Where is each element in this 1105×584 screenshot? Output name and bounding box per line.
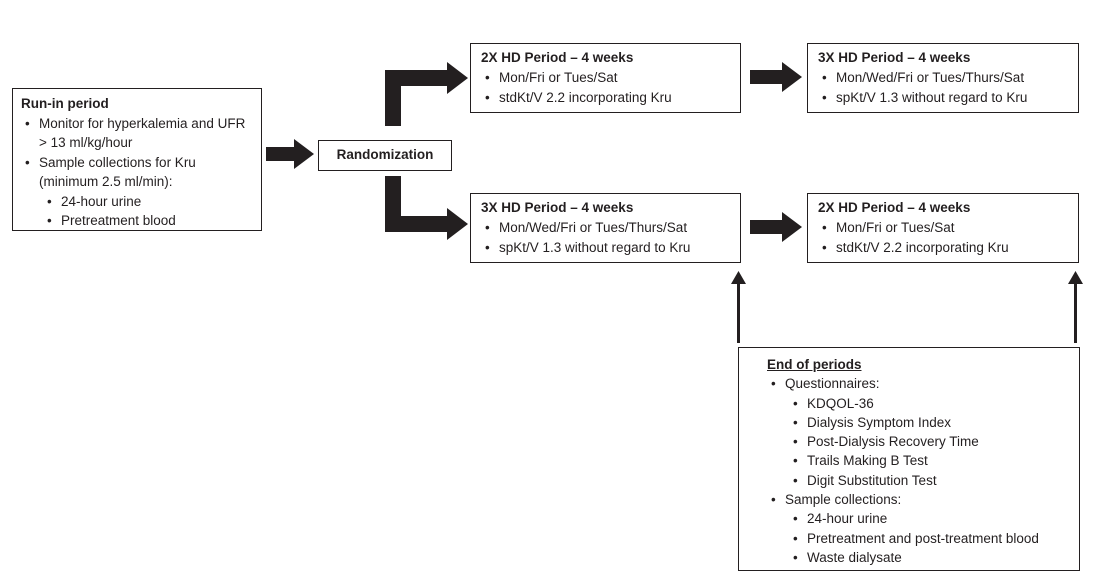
right-arrow-icon <box>750 212 802 242</box>
up-arrow-icon <box>731 271 746 343</box>
sub-bullet-list: KDQOL-36 Dialysis Symptom Index Post-Dia… <box>767 394 1075 491</box>
bullet-item: Post-Dialysis Recovery Time <box>791 432 1075 452</box>
box-title: 2X HD Period – 4 weeks <box>818 200 971 215</box>
bullet-item: Dialysis Symptom Index <box>791 413 1075 433</box>
box-title: 3X HD Period – 4 weeks <box>481 200 634 215</box>
bullet-item: Monitor for hyperkalemia and UFR > 13 ml… <box>23 114 251 153</box>
box-run-in-period: Run-in period Monitor for hyperkalemia a… <box>12 88 262 231</box>
box-title: Run-in period <box>21 96 109 111</box>
bullet-item: Mon/Wed/Fri or Tues/Thurs/Sat <box>820 68 1074 88</box>
right-arrow-icon <box>266 139 314 169</box>
bullet-item: Waste dialysate <box>791 548 1075 568</box>
bullet-item: KDQOL-36 <box>791 394 1075 414</box>
bullet-item: 24-hour urine <box>791 509 1075 529</box>
sub-bullet-list: 24-hour urine Pretreatment and post-trea… <box>767 509 1075 567</box>
bullet-item: Sample collections: <box>769 490 1075 510</box>
box-3x-hd-first-period: 3X HD Period – 4 weeks Mon/Wed/Fri or Tu… <box>470 193 741 263</box>
arrow-randomization-to-second-arm <box>385 176 468 240</box>
bullet-list: Mon/Fri or Tues/Sat stdKt/V 2.2 incorpor… <box>818 218 1074 258</box>
arrow-second-arm-period1-to-period2 <box>750 212 802 242</box>
bullet-list: Mon/Wed/Fri or Tues/Thurs/Sat spKt/V 1.3… <box>481 218 736 258</box>
bullet-item: Questionnaires: <box>769 374 1075 394</box>
elbow-up-right-arrow-icon <box>385 62 468 126</box>
bullet-list: Mon/Wed/Fri or Tues/Thurs/Sat spKt/V 1.3… <box>818 68 1074 108</box>
bullet-list: Sample collections: <box>767 490 1075 510</box>
bullet-item: Mon/Fri or Tues/Sat <box>483 68 736 88</box>
box-title: End of periods <box>767 357 862 372</box>
bullet-item: Pretreatment and post-treatment blood <box>791 529 1075 549</box>
box-end-of-periods: End of periods Questionnaires: KDQOL-36 … <box>738 347 1080 571</box>
box-3x-hd-second-period: 3X HD Period – 4 weeks Mon/Wed/Fri or Tu… <box>807 43 1079 113</box>
bullet-item: stdKt/V 2.2 incorporating Kru <box>820 238 1074 258</box>
box-randomization: Randomization <box>318 140 452 171</box>
bullet-item: Mon/Wed/Fri or Tues/Thurs/Sat <box>483 218 736 238</box>
bullet-item: Mon/Fri or Tues/Sat <box>820 218 1074 238</box>
bullet-item: Trails Making B Test <box>791 451 1075 471</box>
box-2x-hd-second-period: 2X HD Period – 4 weeks Mon/Fri or Tues/S… <box>807 193 1079 263</box>
arrow-end-of-periods-to-second-box <box>1068 271 1083 343</box>
bullet-item: 24-hour urine <box>45 192 251 212</box>
box-2x-hd-first-period: 2X HD Period – 4 weeks Mon/Fri or Tues/S… <box>470 43 741 113</box>
box-title: 3X HD Period – 4 weeks <box>818 50 971 65</box>
bullet-list: Questionnaires: <box>767 374 1075 394</box>
arrow-first-arm-period1-to-period2 <box>750 62 802 92</box>
box-title: 2X HD Period – 4 weeks <box>481 50 634 65</box>
bullet-item: Digit Substitution Test <box>791 471 1075 491</box>
sub-bullet-list: 24-hour urine Pretreatment blood <box>21 192 251 231</box>
bullet-item: spKt/V 1.3 without regard to Kru <box>483 238 736 258</box>
arrow-run-in-to-randomization <box>266 139 314 169</box>
up-arrow-icon <box>1068 271 1083 343</box>
bullet-item: spKt/V 1.3 without regard to Kru <box>820 88 1074 108</box>
arrow-randomization-to-first-arm <box>385 62 468 126</box>
bullet-list: Mon/Fri or Tues/Sat stdKt/V 2.2 incorpor… <box>481 68 736 108</box>
bullet-list: Monitor for hyperkalemia and UFR > 13 ml… <box>21 114 251 192</box>
arrow-end-of-periods-to-first-box <box>731 271 746 343</box>
elbow-down-right-arrow-icon <box>385 176 468 240</box>
bullet-item: Pretreatment blood <box>45 211 251 231</box>
bullet-item: stdKt/V 2.2 incorporating Kru <box>483 88 736 108</box>
right-arrow-icon <box>750 62 802 92</box>
bullet-item: Sample collections for Kru (minimum 2.5 … <box>23 153 251 192</box>
